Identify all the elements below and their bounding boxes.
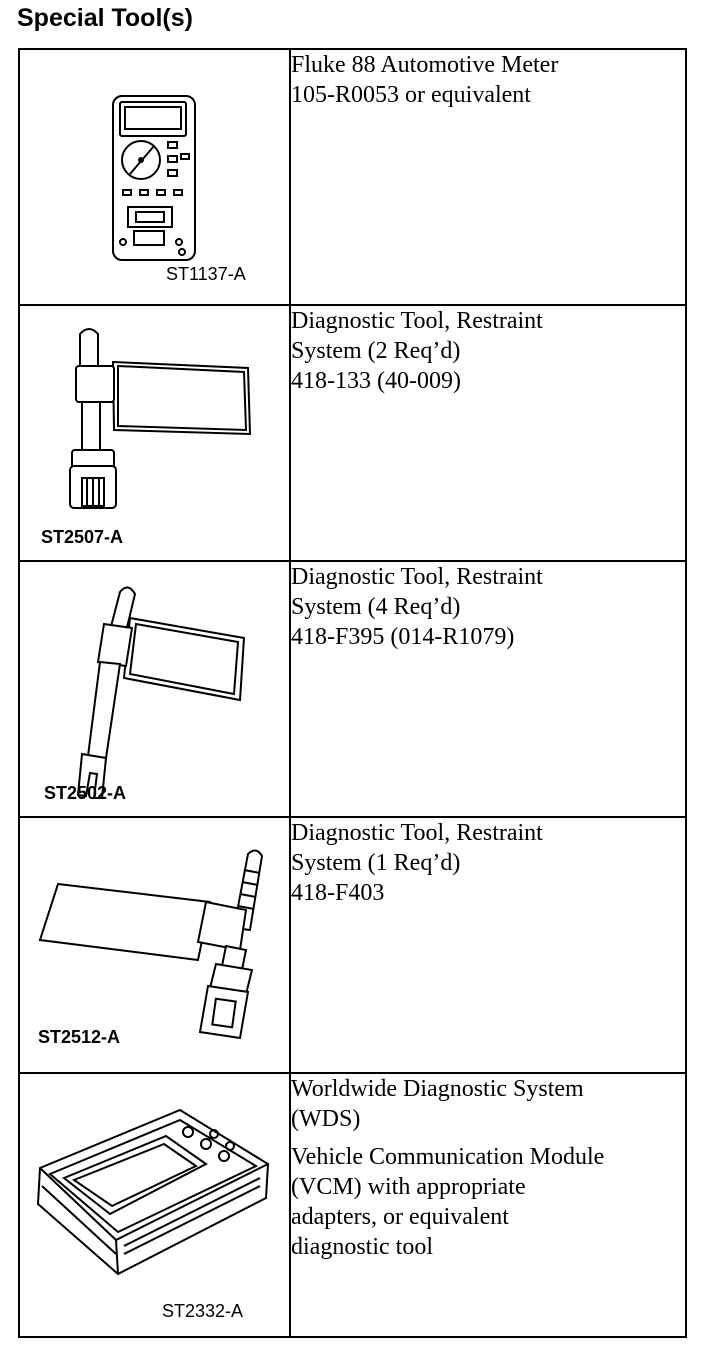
tool-description-text: Fluke 88 Automotive Meter 105-R0053 or e… (291, 52, 559, 108)
tool-row: ST2512-A Diagnostic Tool, Restraint Syst… (18, 816, 687, 1074)
diagnostic-tablet-icon (36, 1108, 270, 1276)
tool-description: Diagnostic Tool, Restraint System (4 Req… (289, 560, 687, 818)
tool-row: ST1137-A Fluke 88 Automotive Meter 105-R… (18, 48, 687, 306)
restraint-plug-tool-icon (38, 849, 264, 1040)
page-title: Special Tool(s) (17, 4, 193, 32)
restraint-connector-tool-icon (69, 328, 252, 509)
tool-row: ST2507-A Diagnostic Tool, Restraint Syst… (18, 304, 687, 562)
tool-illustration-cell: ST2502-A (18, 560, 291, 818)
illustration-code: ST2332-A (162, 1301, 244, 1321)
tool-illustration-cell: ST1137-A (18, 48, 291, 306)
tool-description: Worldwide Diagnostic System (WDS) Vehicl… (289, 1072, 687, 1338)
tool-illustration-cell: ST2507-A (18, 304, 291, 562)
tool-illustration-cell: ST2332-A (18, 1072, 291, 1338)
tool-illustration-cell: ST2512-A (18, 816, 291, 1074)
tool-description: Diagnostic Tool, Restraint System (1 Req… (289, 816, 687, 1074)
tool-row: ST2332-A Worldwide Diagnostic System (WD… (18, 1072, 687, 1338)
illustration-code: ST2502-A (44, 783, 127, 803)
illustration-code: ST1137-A (166, 264, 246, 284)
tool-description: Fluke 88 Automotive Meter 105-R0053 or e… (289, 48, 687, 306)
multimeter-icon (112, 95, 196, 261)
tool-description-text: Diagnostic Tool, Restraint System (2 Req… (291, 308, 543, 394)
tool-description-text: Diagnostic Tool, Restraint System (1 Req… (291, 820, 543, 906)
illustration-code: ST2507-A (41, 527, 124, 547)
tool-description-text: Worldwide Diagnostic System (WDS) (291, 1076, 584, 1132)
restraint-fork-tool-icon (76, 586, 246, 799)
tool-row: ST2502-A Diagnostic Tool, Restraint Syst… (18, 560, 687, 818)
illustration-code: ST2512-A (38, 1027, 121, 1047)
tool-description-text: Vehicle Communication Module (VCM) with … (291, 1144, 605, 1260)
tool-description-text: Diagnostic Tool, Restraint System (4 Req… (291, 564, 543, 650)
tool-description: Diagnostic Tool, Restraint System (2 Req… (289, 304, 687, 562)
special-tools-table: ST1137-A Fluke 88 Automotive Meter 105-R… (18, 48, 687, 1338)
